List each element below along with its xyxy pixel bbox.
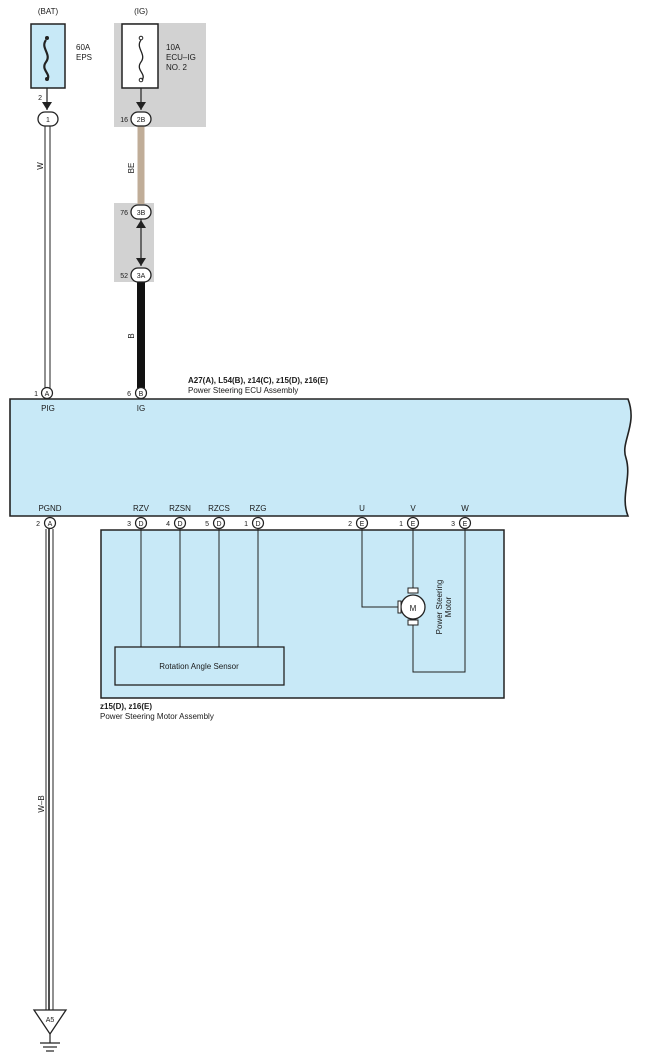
- wire-w-label: W: [36, 162, 45, 170]
- ecu-pin-rzcs-name: RZCS: [208, 504, 230, 513]
- ig-label: (IG): [134, 7, 148, 16]
- motor-assembly-box: [100, 529, 505, 699]
- ecu-pin-rzv-name: RZV: [133, 504, 150, 513]
- motor-label-line2: Motor: [444, 596, 453, 617]
- bat-label: (BAT): [38, 7, 59, 16]
- motor-symbol-letter: M: [410, 604, 417, 613]
- fuse-ecu-number: NO. 2: [166, 63, 187, 72]
- wire-b-label: B: [127, 333, 136, 338]
- pin-rzg-number: 1: [244, 521, 248, 528]
- wire-be: [137, 126, 145, 204]
- pin-rzsn-code: D: [177, 521, 182, 528]
- ecu-bottom-terminals: 2 A 3 D 4 D 5 D 1 D 2 E 1 E 3 E: [36, 516, 472, 530]
- pin-rzcs-number: 5: [205, 521, 209, 528]
- ecu-title: A27(A), L54(B), z14(C), z15(D), z16(E): [188, 376, 328, 385]
- pin-v-terminal: [406, 516, 420, 530]
- ground-code: A5: [46, 1017, 55, 1024]
- conn-3a-number: 52: [120, 273, 128, 280]
- ecu-pin-ig-code: B: [139, 391, 144, 398]
- connector-3b: [130, 204, 152, 220]
- connector-1: [37, 111, 59, 127]
- ecu-subtitle: Power Steering ECU Assembly: [188, 386, 298, 395]
- ecu-pin-w-name: W: [461, 504, 469, 513]
- ecu-body: [9, 398, 632, 517]
- wire-b: [137, 282, 145, 388]
- ecu-pin-u-name: U: [359, 504, 365, 513]
- pin-rzv-number: 3: [127, 521, 131, 528]
- conn-2b-code: 2B: [137, 117, 146, 124]
- pin-pgnd-number: 2: [36, 521, 40, 528]
- ecu-pin-rzsn-name: RZSN: [169, 504, 191, 513]
- ecu-pin-pig-name: PIG: [41, 404, 55, 413]
- conn-1-code: 1: [46, 117, 50, 124]
- ecu-pin-pig-code: A: [45, 391, 50, 398]
- arrow-down-icon: [136, 258, 146, 266]
- wire-be-label: BE: [127, 163, 136, 174]
- arrow-down-icon: [42, 102, 52, 110]
- pin-rzv-code: D: [138, 521, 143, 528]
- pin-v-number: 1: [399, 521, 403, 528]
- ecu-pin-ig-name: IG: [137, 404, 145, 413]
- conn-3b-code: 3B: [137, 210, 146, 217]
- connector-2b: [130, 111, 152, 127]
- fuse-ecu-name: ECU–IG: [166, 53, 196, 62]
- ecu-pin-pgnd-name: PGND: [38, 504, 61, 513]
- motor-label-line1: Power Steering: [435, 580, 444, 635]
- ecu-pin-rzg-name: RZG: [250, 504, 267, 513]
- wire-wb-label: W–B: [37, 795, 46, 812]
- pin-w-code: E: [463, 521, 468, 528]
- wire-wb: [45, 529, 54, 1010]
- pin-rzcs-code: D: [216, 521, 221, 528]
- fuse-eps-rating: 60A: [76, 43, 91, 52]
- pin-rzcs-terminal: [212, 516, 226, 530]
- fuse-ecu-rating: 10A: [166, 43, 181, 52]
- pin-pgnd-code: A: [48, 521, 53, 528]
- pin-rzg-terminal: [251, 516, 265, 530]
- arrow-down-icon: [136, 102, 146, 110]
- ground-icon: [40, 1034, 60, 1052]
- rotation-angle-sensor-label: Rotation Angle Sensor: [159, 662, 239, 671]
- pin-u-terminal: [355, 516, 369, 530]
- pin-pgnd-terminal: [43, 516, 57, 530]
- motor-assembly-title: z15(D), z16(E): [100, 702, 152, 711]
- motor-wires: [361, 529, 466, 673]
- sensor-wires: [140, 529, 259, 647]
- ecu-pin-ig-number: 6: [127, 391, 131, 398]
- ground-point-marker: [32, 1009, 68, 1036]
- motor-assembly-subtitle: Power Steering Motor Assembly: [100, 712, 214, 721]
- wire-w: [44, 88, 51, 388]
- pin-rzg-code: D: [255, 521, 260, 528]
- arrow-up-icon: [136, 220, 146, 228]
- ecu-pin-pig-number: 1: [34, 391, 38, 398]
- pin-v-code: E: [411, 521, 416, 528]
- fuse-eps-name: EPS: [76, 53, 92, 62]
- pin-u-number: 2: [348, 521, 352, 528]
- conn-1-number: 2: [38, 95, 42, 102]
- pin-rzsn-terminal: [173, 516, 187, 530]
- fuse-eps: [30, 23, 66, 89]
- pin-u-code: E: [360, 521, 365, 528]
- pin-rzv-terminal: [134, 516, 148, 530]
- conn-2b-number: 16: [120, 117, 128, 124]
- fuse-ecu-ig: [121, 23, 159, 89]
- conn-3a-code: 3A: [137, 273, 146, 280]
- conn-3b-number: 76: [120, 210, 128, 217]
- connector-3a: [130, 267, 152, 283]
- pin-w-number: 3: [451, 521, 455, 528]
- motor-symbol: [397, 587, 426, 626]
- pin-rzsn-number: 4: [166, 521, 170, 528]
- pin-w-terminal: [458, 516, 472, 530]
- ecu-pin-v-name: V: [410, 504, 416, 513]
- rotation-angle-sensor-box: [114, 646, 285, 686]
